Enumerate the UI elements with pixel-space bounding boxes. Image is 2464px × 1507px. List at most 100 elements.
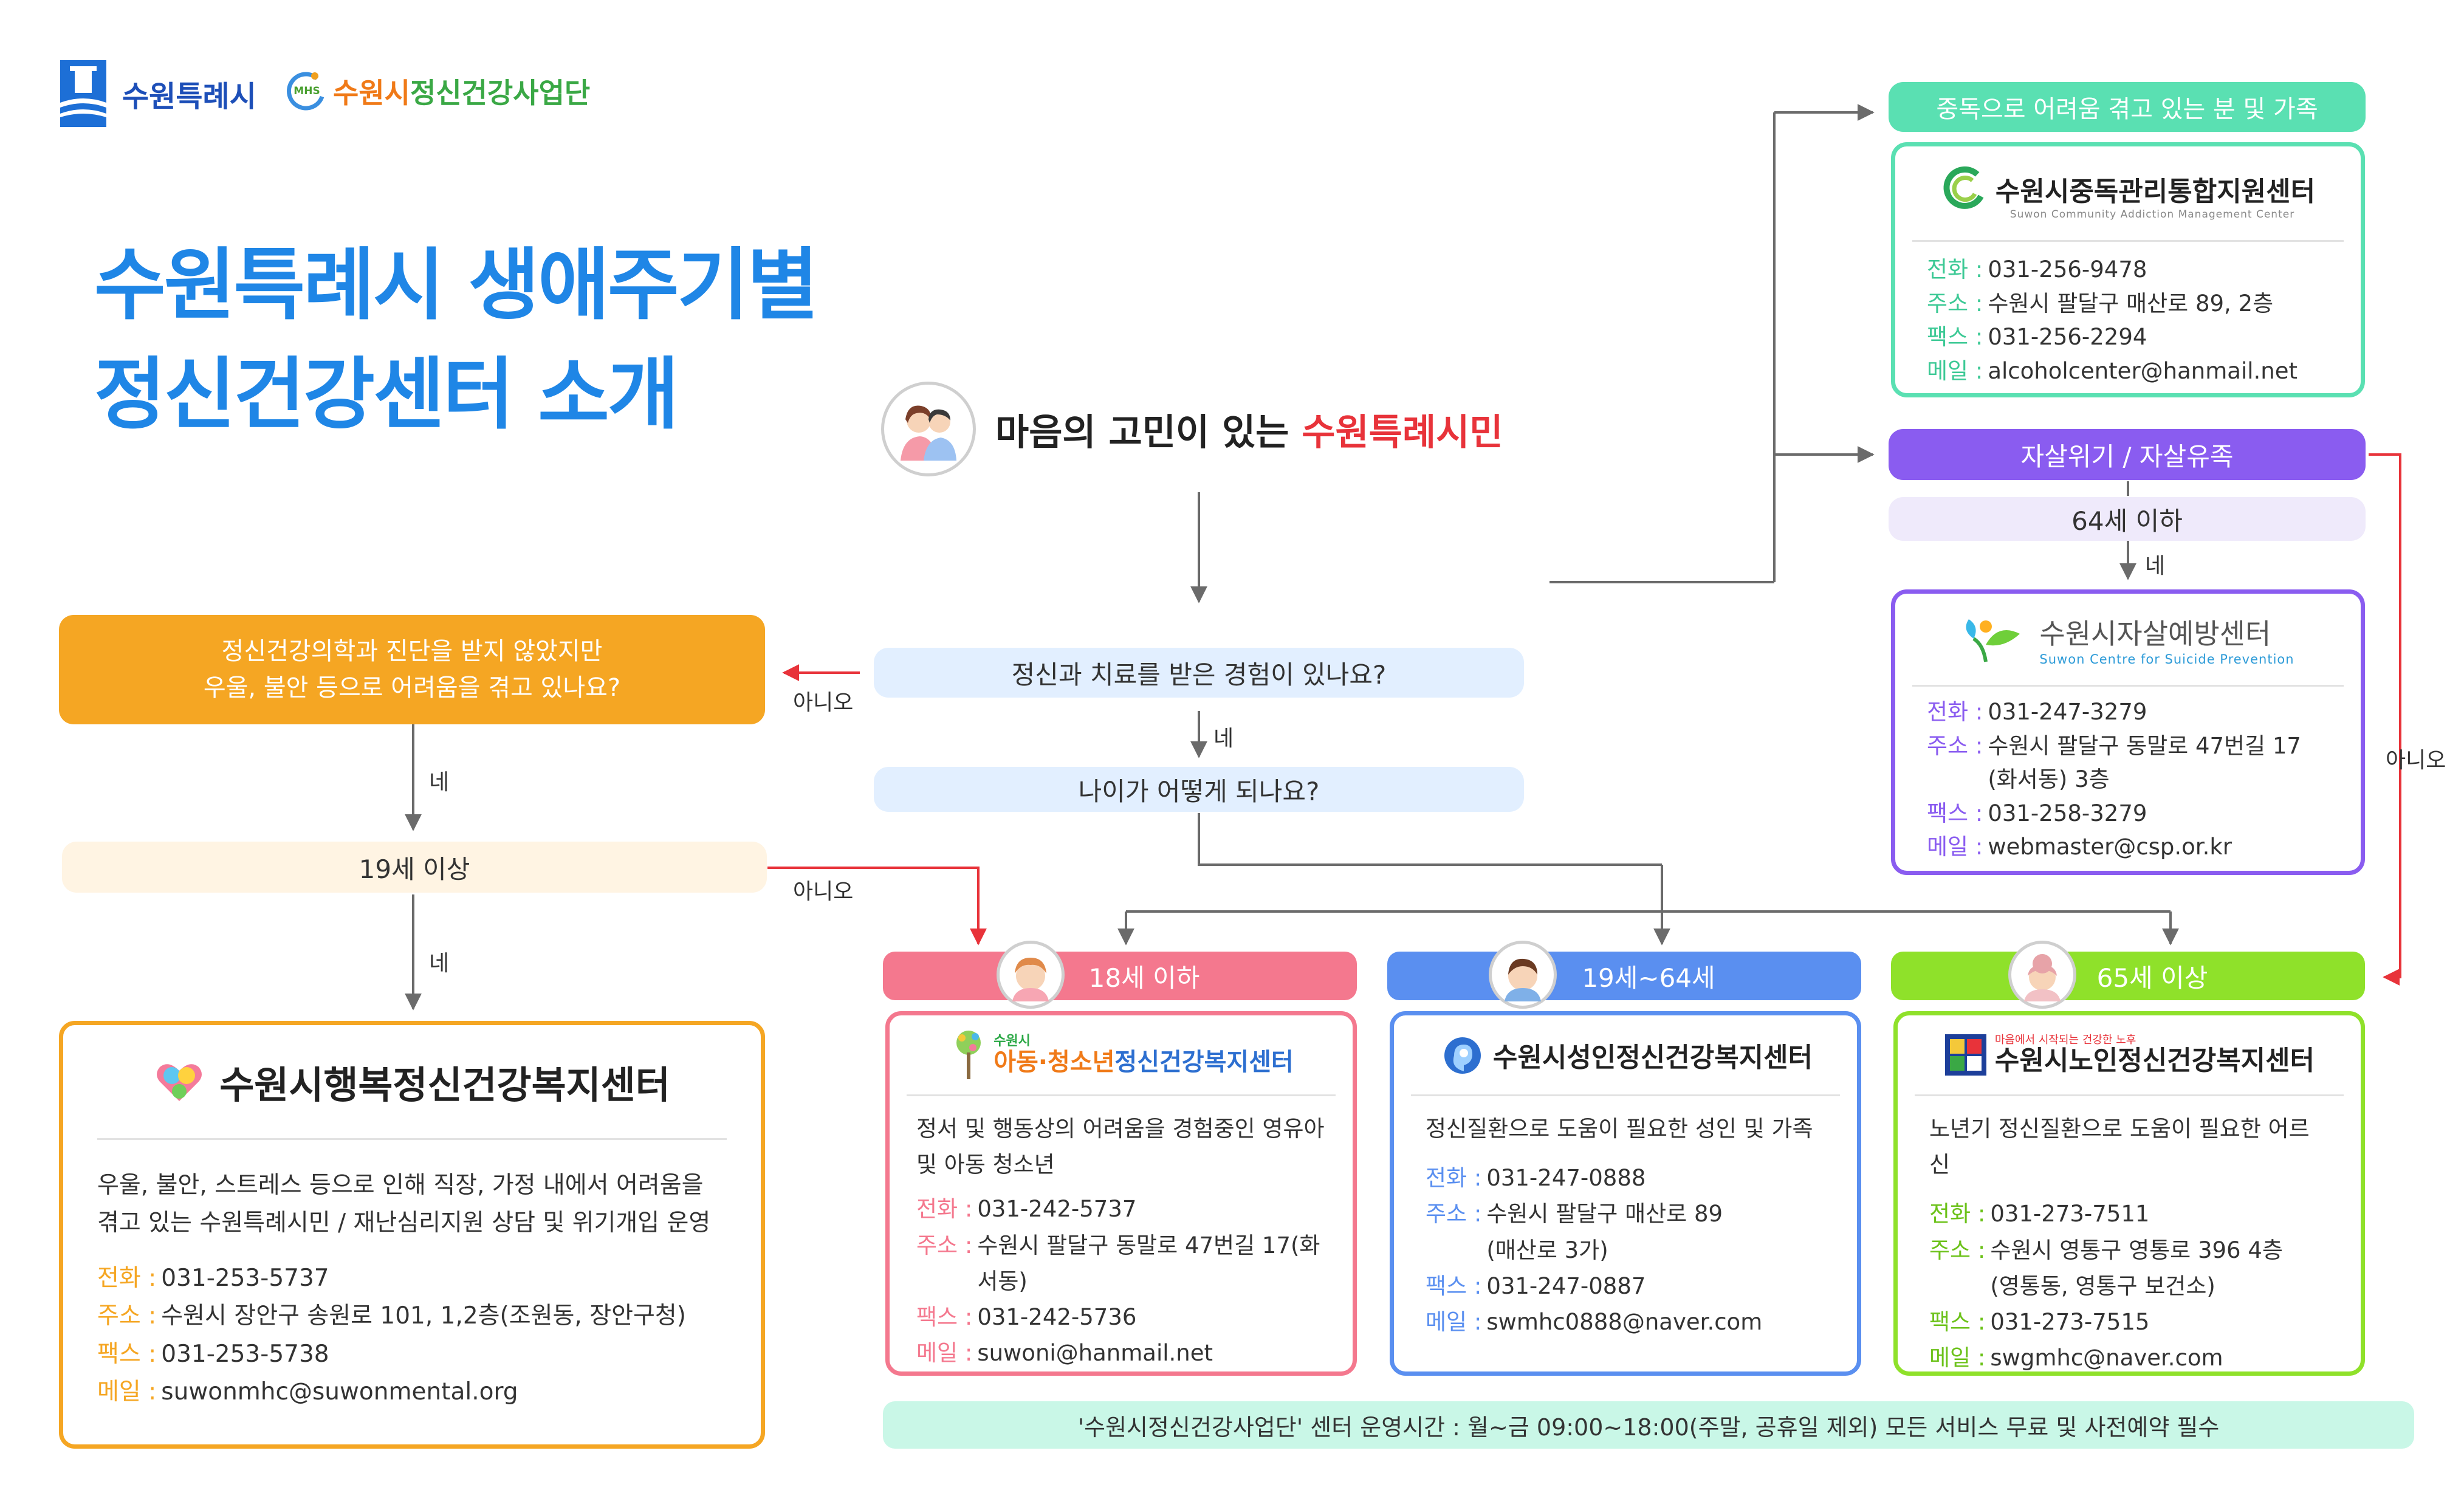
happy-center-phone-label: 전화 : xyxy=(97,1264,157,1292)
label-undiagnosed-yes: 네 xyxy=(429,770,450,795)
child-center-phone: 031-242-5737 xyxy=(977,1196,1137,1223)
senior-center-desc: 노년기 정신질환으로 도움이 필요한 어르신 xyxy=(1929,1116,2310,1178)
project-logo-suffix: 정신건강사업단 xyxy=(410,77,591,109)
child-center-name-a: 아동·청소년 xyxy=(993,1048,1115,1077)
senior-center-name: 수원시노인정신건강복지센터 xyxy=(1994,1045,2315,1076)
adult-center-name: 수원시성인정신건강복지센터 xyxy=(1492,1042,1813,1073)
arrow-age64-no xyxy=(2369,453,2401,986)
adult-face-icon xyxy=(1489,941,1557,1009)
senior-center-address-line1: 수원시 영통구 영통로 396 4층 xyxy=(1990,1237,2283,1263)
suicide-center-fax-label: 팩스 : xyxy=(1927,800,1983,826)
happy-center-fax-row: 팩스 :031-253-5738 xyxy=(97,1336,727,1373)
label-age19-yes: 네 xyxy=(429,951,450,976)
addiction-center-fax-row: 팩스 :031-256-2294 xyxy=(1927,320,2329,354)
child-center-body: 정서 및 행동상의 어려움을 경험중인 영유아 및 아동 청소년 전화 :031… xyxy=(890,1096,1353,1385)
city-logo-text: 수원특례시 xyxy=(122,80,256,114)
child-center-email-label: 메일 : xyxy=(916,1340,973,1367)
addiction-center-email: alcoholcenter@hanmail.net xyxy=(1988,357,2298,384)
start-text: 마음의 고민이 있는 수원특례시민 xyxy=(995,403,1503,456)
addiction-center-logo-icon xyxy=(1943,166,1984,209)
project-logo-prefix: 수원시 xyxy=(333,77,410,109)
group-child-bar: 18세 이하 xyxy=(883,952,1357,1000)
adult-center-address-row: 주소 :수원시 팔달구 매산로 89(매산로 3가) xyxy=(1426,1196,1825,1268)
child-center-card: 수원시 아동·청소년정신건강복지센터 정서 및 행동상의 어려움을 경험중인 영… xyxy=(885,1011,1357,1376)
happy-center-logo-icon xyxy=(157,1064,202,1101)
child-center-name-b: 정신건강복지센터 xyxy=(1114,1048,1294,1077)
suicide-center-phone-label: 전화 : xyxy=(1927,699,1983,725)
question-age: 나이가 어떻게 되나요? xyxy=(874,767,1524,812)
page-title-line2: 정신건강센터 소개 xyxy=(94,349,679,440)
happy-center-card: 수원시행복정신건강복지센터 우울, 불안, 스트레스 등으로 인해 직장, 가정… xyxy=(59,1021,765,1449)
happy-center-email-row: 메일 :suwonmhc@suwonmental.org xyxy=(97,1373,727,1411)
suicide-center-name: 수원시자살예방센터 xyxy=(2039,617,2271,650)
question-undiagnosed: 정신건강의학과 진단을 받지 않았지만 우울, 불안 등으로 어려움을 겪고 있… xyxy=(59,615,765,724)
senior-center-phone-row: 전화 :031-273-7511 xyxy=(1929,1196,2329,1232)
project-logo: MHS 수원시 정신건강사업단 xyxy=(286,61,626,122)
adult-center-address-label: 주소 : xyxy=(1426,1201,1482,1227)
happy-center-phone: 031-253-5737 xyxy=(161,1264,329,1292)
connector-start-right-trunk xyxy=(1549,112,1776,583)
addiction-center-address-row: 주소 :수원시 팔달구 매산로 89, 2층 xyxy=(1927,287,2329,321)
adult-center-email-label: 메일 : xyxy=(1426,1308,1482,1335)
happy-center-desc-line2: 겪고 있는 수원특례시민 / 재난심리지원 상담 및 위기개입 운영 xyxy=(97,1209,711,1237)
start-node: 마음의 고민이 있는 수원특례시민 xyxy=(881,380,1549,478)
happy-center-address: 수원시 장안구 송원로 101, 1,2층(조원동, 장안구청) xyxy=(161,1302,686,1330)
addiction-center-email-label: 메일 : xyxy=(1927,357,1983,384)
senior-center-card: 마음에서 시작되는 건강한 노후 수원시노인정신건강복지센터 노년기 정신질환으… xyxy=(1893,1011,2365,1376)
suicide-center-header: 수원시자살예방센터 Suwon Centre for Suicide Preve… xyxy=(1912,594,2344,687)
child-center-desc-line1: 정서 및 행동상의 어려움을 경험중인 영유아 xyxy=(916,1116,1325,1142)
child-center-email-row: 메일 :suwoni@hanmail.net xyxy=(916,1335,1326,1371)
suicide-center-fax: 031-258-3279 xyxy=(1988,800,2147,826)
adult-center-desc: 정신질환으로 도움이 필요한 성인 및 가족 xyxy=(1426,1116,1813,1142)
senior-center-address-line2: (영통동, 영통구 보건소) xyxy=(1990,1272,2215,1299)
question-age64-under: 64세 이하 xyxy=(1889,497,2366,541)
addiction-center-phone: 031-256-9478 xyxy=(1988,256,2147,283)
operating-hours-footer: '수원시정신건강사업단' 센터 운영시간 : 월~금 09:00~18:00(주… xyxy=(883,1401,2414,1449)
happy-center-fax: 031-253-5738 xyxy=(161,1340,329,1368)
label-treatment-no: 아니오 xyxy=(793,690,854,715)
suicide-center-body: 전화 :031-247-3279 주소 :수원시 팔달구 동말로 47번길 17… xyxy=(1895,687,2361,873)
addiction-center-phone-row: 전화 :031-256-9478 xyxy=(1927,253,2329,287)
happy-center-name: 수원시행복정신건강복지센터 xyxy=(219,1063,670,1107)
happy-center-phone-row: 전화 :031-253-5737 xyxy=(97,1260,727,1297)
adult-center-address-line2: (매산로 3가) xyxy=(1486,1237,1608,1263)
senior-center-fax-label: 팩스 : xyxy=(1929,1308,1986,1335)
senior-center-header: 마음에서 시작되는 건강한 노후 수원시노인정신건강복지센터 xyxy=(1915,1015,2344,1096)
child-center-address-label: 주소 : xyxy=(916,1232,973,1258)
child-center-address-row: 주소 :수원시 팔달구 동말로 47번길 17(화서동) xyxy=(916,1227,1326,1299)
addiction-center-card: 수원시중독관리통합지원센터 Suwon Community Addiction … xyxy=(1891,142,2365,397)
group-adult-label: 19세~64세 xyxy=(1582,963,1715,993)
group-senior-bar: 65세 이상 xyxy=(1891,952,2365,1000)
child-face-icon xyxy=(997,941,1065,1009)
child-center-fax-row: 팩스 :031-242-5736 xyxy=(916,1299,1326,1335)
group-adult-bar: 19세~64세 xyxy=(1387,952,1861,1000)
adult-center-fax-label: 팩스 : xyxy=(1426,1272,1482,1299)
senior-face-icon xyxy=(2008,941,2076,1009)
child-center-email: suwoni@hanmail.net xyxy=(977,1340,1213,1367)
addiction-center-phone-label: 전화 : xyxy=(1927,256,1983,283)
happy-center-email: suwonmhc@suwonmental.org xyxy=(161,1378,518,1406)
senior-center-email-row: 메일 :swgmhc@naver.com xyxy=(1929,1340,2329,1376)
suicide-center-address-line2: (화서동) 3층 xyxy=(1988,766,2110,792)
group-senior-label: 65세 이상 xyxy=(2096,963,2208,993)
child-center-header: 수원시 아동·청소년정신건강복지센터 xyxy=(907,1015,1336,1096)
child-center-fax-label: 팩스 : xyxy=(916,1303,973,1330)
question-undiagnosed-line2: 우울, 불안 등으로 어려움을 겪고 있나요? xyxy=(203,674,621,702)
label-age64-no: 아니오 xyxy=(2386,748,2446,773)
label-treatment-yes: 네 xyxy=(1213,726,1234,751)
start-text-highlight: 수원특례시민 xyxy=(1302,411,1503,454)
suicide-center-email-label: 메일 : xyxy=(1927,834,1983,860)
citizens-illustration xyxy=(881,382,976,476)
senior-center-tagline: 마음에서 시작되는 건강한 노후 xyxy=(1994,1033,2136,1046)
addiction-center-email-row: 메일 :alcoholcenter@hanmail.net xyxy=(1927,354,2329,388)
addiction-center-header: 수원시중독관리통합지원센터 Suwon Community Addiction … xyxy=(1912,146,2344,242)
addiction-center-fax: 031-256-2294 xyxy=(1988,324,2147,350)
suicide-center-phone-row: 전화 :031-247-3279 xyxy=(1927,695,2329,729)
adult-center-body: 정신질환으로 도움이 필요한 성인 및 가족 전화 :031-247-0888 … xyxy=(1394,1096,1857,1354)
adult-center-email: swmhc0888@naver.com xyxy=(1486,1308,1763,1335)
addiction-center-address: 수원시 팔달구 매산로 89, 2층 xyxy=(1988,290,2274,317)
senior-center-phone-label: 전화 : xyxy=(1929,1201,1986,1227)
suicide-center-subtitle: Suwon Centre for Suicide Prevention xyxy=(2039,652,2294,667)
mhs-logo-text: MHS xyxy=(293,85,320,97)
